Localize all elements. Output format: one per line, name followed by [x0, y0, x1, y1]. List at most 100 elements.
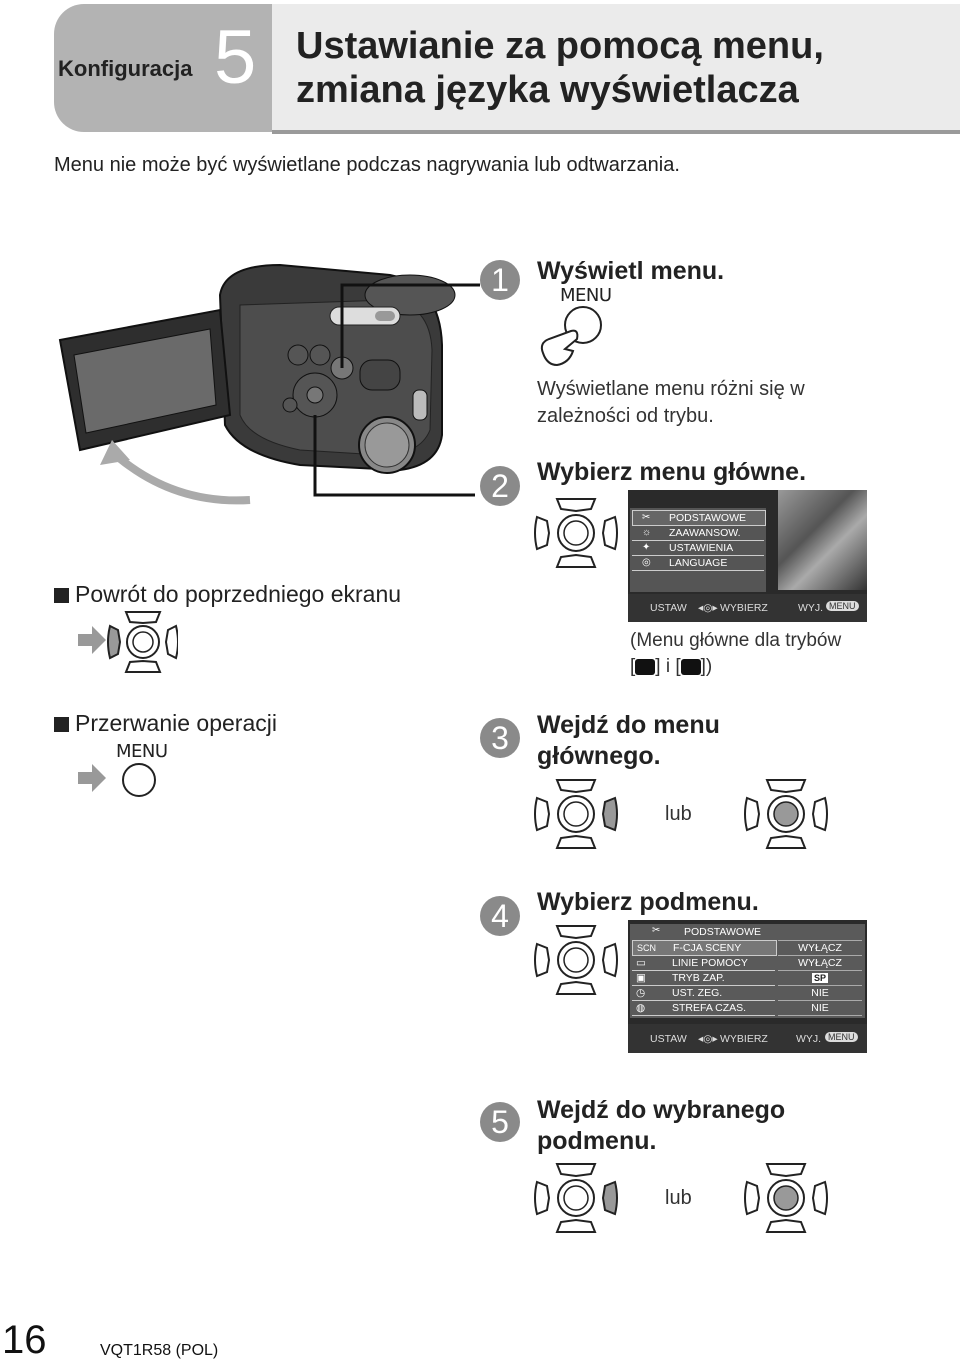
scene-icon: SCN — [637, 943, 657, 953]
step1-menu-label: MENU — [560, 285, 612, 306]
caption-bracket-open: [ — [630, 656, 636, 677]
submenu-panel — [630, 924, 865, 1018]
step1-note-line1: Wyświetlane menu różni się w — [537, 378, 805, 400]
main-footer-set: USTAW — [650, 602, 687, 614]
submenu-row-1[interactable]: SCN F-CJA SCENY — [632, 940, 777, 956]
step4-title: Wybierz podmenu. — [537, 888, 759, 916]
caption-bracket-close: ]) — [700, 656, 713, 677]
step2-caption-line1: (Menu główne dla trybów — [630, 630, 842, 651]
main-menu-item-4[interactable]: LANGUAGE — [632, 555, 764, 571]
setup-menu-icon: ✦ — [642, 542, 651, 553]
header-rule — [272, 130, 960, 134]
step1-note: Wyświetlane menu różni się w zależności … — [537, 376, 805, 430]
cancel-section-title-text: Przerwanie operacji — [75, 710, 277, 736]
step3-title: Wejdź do menu głównego. — [537, 710, 720, 772]
main-menu-item-1-label: PODSTAWOWE — [669, 512, 746, 524]
submenu-row-3-value: SP — [811, 973, 828, 983]
back-dpad-icon — [78, 611, 178, 673]
page-title: Ustawianie za pomocą menu, zmiana języka… — [296, 24, 936, 112]
step5-number: 5 — [480, 1102, 520, 1142]
step2-caption: (Menu główne dla trybów [ ] i []) — [630, 628, 841, 680]
submenu-row-2-value: WYŁĄCZ — [778, 955, 862, 970]
submenu-row-3[interactable]: ▣ TRYB ZAP. — [632, 970, 775, 985]
sub-footer-select: WYBIERZ — [720, 1033, 768, 1045]
dpad-up-down-icon — [534, 498, 618, 568]
bullet-square-icon — [54, 717, 69, 733]
step5-title-line2: podmenu. — [537, 1127, 657, 1155]
dpad-right-icon — [534, 1163, 618, 1233]
chapter-tab — [54, 4, 272, 132]
main-menu-screen: PODSTAWOWE ZAAWANSOW. USTAWIENIA LANGUAG… — [628, 490, 867, 622]
camcorder-illustration — [58, 263, 480, 505]
sub-menu-screen: ✂ PODSTAWOWE SCN F-CJA SCENY WYŁĄCZ ▭ LINI… — [628, 920, 867, 1053]
basic-menu-icon: ✂ — [652, 925, 661, 936]
caption-conjunction: ] i [ — [655, 656, 681, 677]
chapter-category: Konfiguracja — [58, 56, 193, 81]
nav-arrows-icon: ◂◎▸ — [698, 602, 718, 614]
submenu-row-2-label: LINIE POMOCY — [672, 957, 748, 969]
step5-title-line1: Wejdź do wybranego — [537, 1096, 786, 1124]
submenu-row-1-label: F-CJA SCENY — [673, 942, 742, 954]
intro-text: Menu nie może być wyświetlane podczas na… — [54, 154, 680, 176]
rec-mode-icon: ▣ — [636, 972, 646, 984]
step1-number: 1 — [480, 260, 520, 300]
submenu-row-5-label: STREFA CZAS. — [672, 1002, 747, 1014]
step4-number: 4 — [480, 896, 520, 936]
bullet-square-icon — [54, 588, 69, 604]
submenu-header: PODSTAWOWE — [684, 926, 761, 938]
main-menu-item-3[interactable]: USTAWIENIA — [632, 540, 764, 555]
dpad-center-icon — [744, 1163, 828, 1233]
chapter-header — [272, 4, 960, 132]
main-menu-item-2-label: ZAAWANSOW. — [669, 527, 741, 539]
camera-mode-icon — [680, 658, 701, 675]
main-footer-exit: WYJ. — [798, 602, 824, 614]
language-menu-icon: ◎ — [642, 557, 651, 568]
submenu-row-3-label: TRYB ZAP. — [672, 972, 725, 984]
nav-arrows-icon: ◂◎▸ — [698, 1033, 718, 1045]
main-menu-item-4-label: LANGUAGE — [669, 557, 728, 569]
basic-menu-icon: ✂ — [642, 512, 651, 523]
step5-or: lub — [665, 1187, 692, 1209]
main-footer-select: WYBIERZ — [720, 602, 768, 614]
main-footer-menu: MENU — [826, 601, 859, 611]
page-title-line2: zmiana języka wyświetlacza — [296, 69, 799, 111]
step2-title: Wybierz menu główne. — [537, 458, 807, 486]
step2-caption-line2: [ ] i []) — [630, 654, 841, 680]
step3-title-line1: Wejdź do menu — [537, 711, 720, 739]
back-section-title-text: Powrót do poprzedniego ekranu — [75, 581, 402, 607]
cancel-section-title: Przerwanie operacji — [54, 710, 277, 737]
main-menu-item-2[interactable]: ZAAWANSOW. — [632, 525, 764, 540]
page-title-line1: Ustawianie za pomocą menu, — [296, 25, 824, 67]
step1-title: Wyświetl menu. — [537, 257, 725, 285]
step3-title-line2: głównego. — [537, 742, 661, 770]
sub-footer-set: USTAW — [650, 1033, 687, 1045]
submenu-row-4-label: UST. ZEG. — [672, 987, 723, 999]
dpad-right-icon — [534, 779, 618, 849]
chapter-number: 5 — [214, 15, 257, 100]
press-finger-icon — [540, 306, 602, 367]
step3-or: lub — [665, 803, 692, 825]
dpad-up-down-icon — [534, 925, 618, 995]
sub-footer-exit: WYJ. — [796, 1033, 822, 1045]
document-code: VQT1R58 (POL) — [100, 1342, 219, 1359]
guide-lines-icon: ▭ — [636, 957, 646, 969]
dpad-center-icon — [744, 779, 828, 849]
submenu-row-4-value: NIE — [778, 985, 862, 1000]
submenu-row-5[interactable]: ◍ STREFA CZAS. — [632, 1000, 775, 1016]
cancel-menu-button-icon — [78, 763, 156, 797]
submenu-row-1-value: WYŁĄCZ — [778, 940, 862, 955]
submenu-row-5-value: NIE — [778, 1000, 862, 1016]
advanced-menu-icon: ☼ — [642, 527, 652, 538]
page-number: 16 — [2, 1318, 47, 1362]
submenu-row-3-value-cell: SP — [778, 970, 862, 985]
step1-note-line2: zależności od trybu. — [537, 405, 714, 427]
clock-icon: ◷ — [636, 987, 646, 999]
submenu-row-2[interactable]: ▭ LINIE POMOCY — [632, 955, 775, 970]
submenu-row-4[interactable]: ◷ UST. ZEG. — [632, 985, 775, 1000]
video-mode-icon — [635, 658, 656, 675]
step3-number: 3 — [480, 718, 520, 758]
background-photo — [778, 490, 867, 590]
main-menu-item-1[interactable]: PODSTAWOWE — [632, 510, 766, 526]
globe-icon: ◍ — [636, 1002, 646, 1014]
main-menu-item-3-label: USTAWIENIA — [669, 542, 734, 554]
